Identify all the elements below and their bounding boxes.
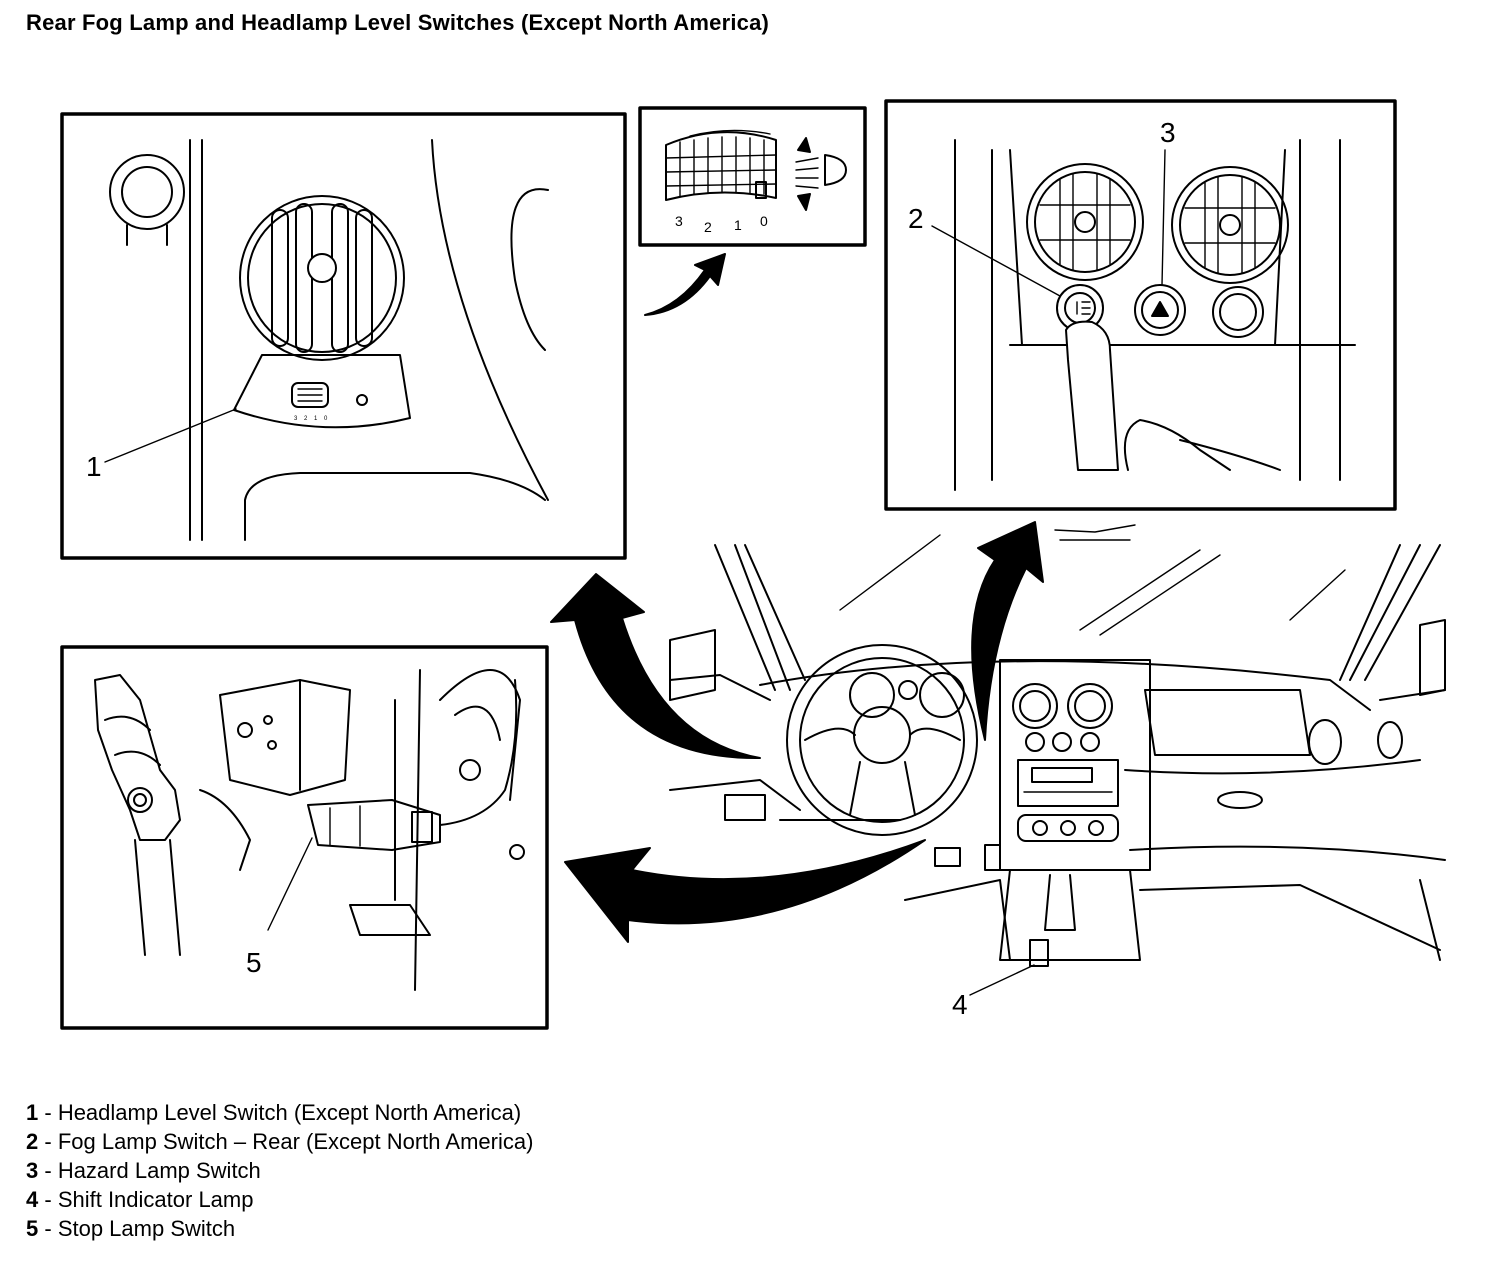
callout-2: 2: [908, 203, 924, 234]
legend-text: Stop Lamp Switch: [57, 1216, 236, 1241]
legend-separator: -: [38, 1158, 58, 1183]
dashboard-diagram: 3 2 1 0 1 3 2 1 0: [60, 99, 1446, 1030]
mini-scale-label-3: 3: [294, 416, 298, 422]
legend-separator: -: [38, 1216, 58, 1241]
callout-4: 4: [952, 989, 968, 1020]
callout-1: 1: [86, 451, 102, 482]
dashboard-overview: 4: [669, 524, 1446, 1020]
legend-item: 5 - Stop Lamp Switch: [26, 1214, 533, 1243]
mini-scale-label-0: 0: [324, 416, 328, 422]
legend-text: Hazard Lamp Switch: [57, 1158, 261, 1183]
page-title: Rear Fog Lamp and Headlamp Level Switche…: [26, 10, 770, 35]
scale-label-3: 3: [675, 213, 683, 229]
headlamp-scale-detail: 3 2 1 0: [638, 106, 867, 316]
legend-number: 1: [26, 1100, 39, 1125]
scale-label-2: 2: [704, 219, 712, 235]
callout-3: 3: [1160, 117, 1176, 148]
legend-separator: -: [38, 1129, 58, 1154]
legend-separator: -: [38, 1187, 58, 1212]
mini-scale-label-2: 2: [304, 416, 308, 422]
legend-number: 3: [26, 1158, 39, 1183]
legend-item: 3 - Hazard Lamp Switch: [26, 1156, 533, 1185]
legend-text: Headlamp Level Switch (Except North Amer…: [57, 1100, 522, 1125]
legend-separator: -: [38, 1100, 58, 1125]
legend-item: 4 - Shift Indicator Lamp: [26, 1185, 533, 1214]
scale-label-0: 0: [760, 213, 768, 229]
mini-scale-label-1: 1: [314, 416, 318, 422]
callout-5: 5: [246, 947, 262, 978]
legend-text: Fog Lamp Switch – Rear (Except North Ame…: [57, 1129, 534, 1154]
legend-list: 1 - Headlamp Level Switch (Except North …: [26, 1098, 533, 1243]
legend-number: 4: [26, 1187, 39, 1212]
legend-text: Shift Indicator Lamp: [57, 1187, 254, 1212]
scale-label-1: 1: [734, 217, 742, 233]
legend-item: 1 - Headlamp Level Switch (Except North …: [26, 1098, 533, 1127]
stop-lamp-panel: 5: [60, 645, 549, 1030]
legend-number: 2: [26, 1129, 39, 1154]
legend-item: 2 - Fog Lamp Switch – Rear (Except North…: [26, 1127, 533, 1156]
legend-number: 5: [26, 1216, 39, 1241]
headlamp-level-panel: 3 2 1 0 1: [60, 112, 627, 560]
pointer-arrows: [550, 521, 1044, 943]
fog-hazard-panel: 2 3: [884, 99, 1397, 511]
